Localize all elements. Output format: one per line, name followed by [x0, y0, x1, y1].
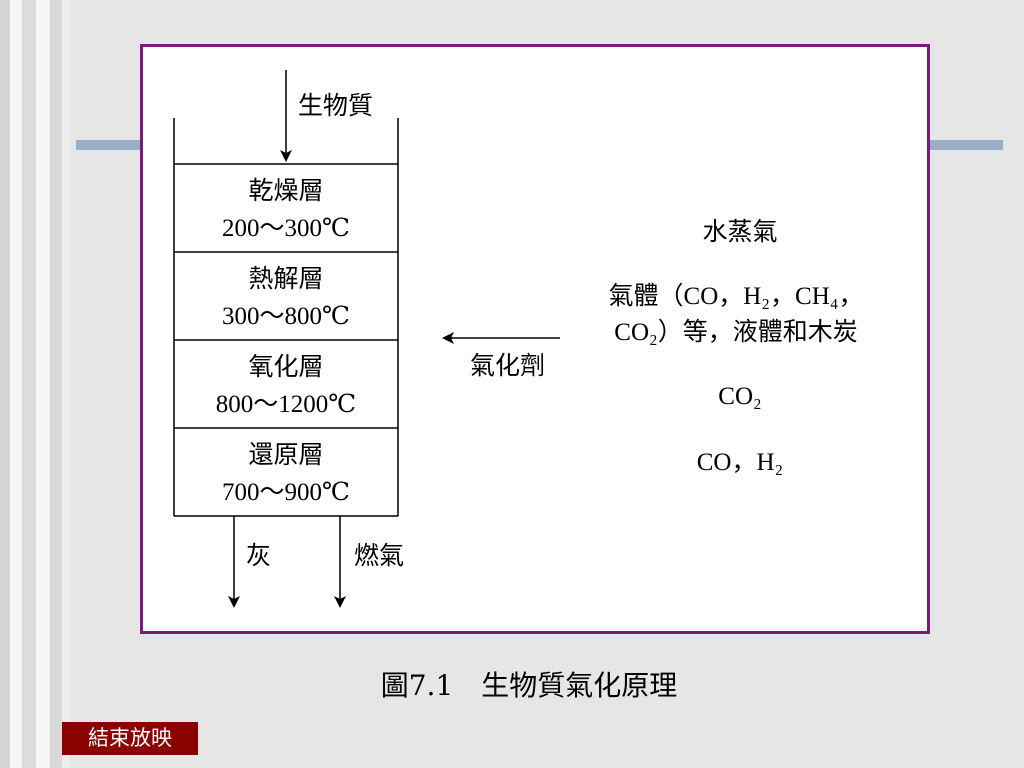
layer-name: 氧化層 [248, 353, 323, 381]
decor-stripe [62, 0, 70, 768]
product-label: CO，H₂ [697, 449, 784, 476]
drawing-area [172, 66, 892, 608]
product-label: 水蒸氣 [702, 218, 777, 246]
decor-stripe [22, 0, 36, 768]
layer-temp: 800～1200℃ [216, 391, 356, 418]
output-label-ash: 灰 [246, 542, 271, 570]
product-label: CO₂）等，液體和木炭 [614, 318, 857, 346]
decor-stripe [10, 0, 22, 768]
product-label: 氣體（CO，H₂，CH₄， [609, 282, 864, 310]
input-label: 生物質 [298, 92, 373, 120]
agent-label: 氣化劑 [470, 352, 545, 380]
output-label-gas: 燃氣 [354, 542, 404, 570]
product-label: CO₂ [718, 383, 761, 410]
accent-bar-right [925, 140, 1003, 150]
decor-stripe [0, 0, 10, 768]
decor-stripe [50, 0, 62, 768]
layer-name: 還原層 [248, 441, 323, 469]
end-show-button[interactable]: 結束放映 [62, 722, 198, 755]
layer-temp: 300～800℃ [222, 303, 350, 330]
decor-stripe [36, 0, 50, 768]
layer-name: 乾燥層 [248, 177, 323, 205]
figure-caption: 圖7.1 生物質氣化原理 [380, 669, 678, 702]
layer-temp: 200～300℃ [222, 215, 350, 242]
accent-bar-left [76, 140, 146, 150]
layer-temp: 700～900℃ [222, 479, 350, 506]
layer-name: 熱解層 [248, 265, 323, 293]
